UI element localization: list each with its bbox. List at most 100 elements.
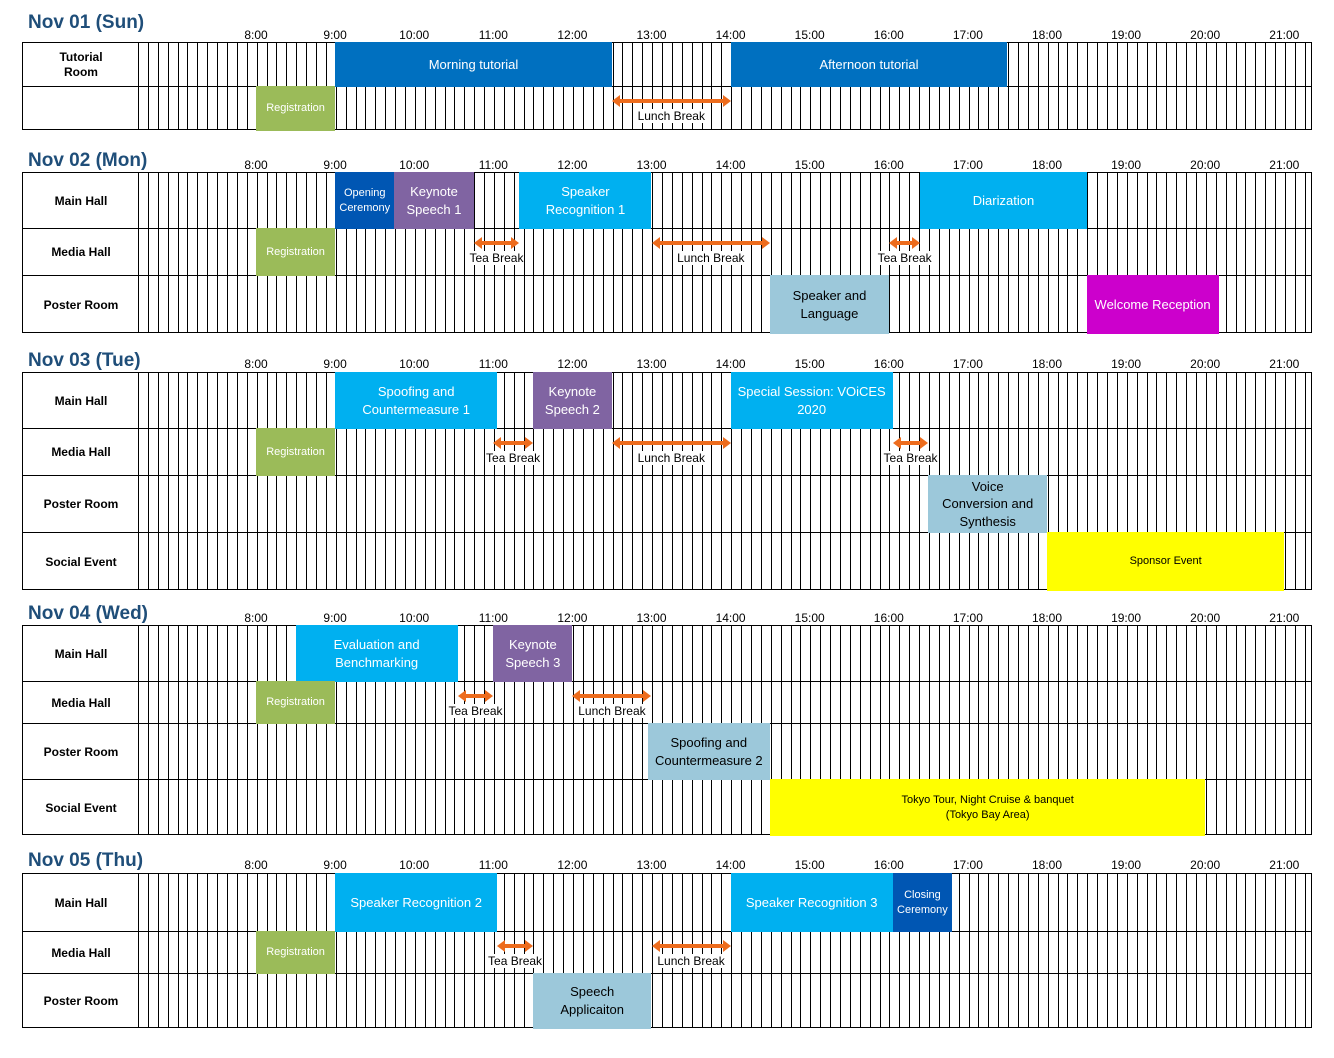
grid-line <box>781 373 782 589</box>
grid-line <box>296 373 297 589</box>
grid-line <box>425 373 426 589</box>
session-block[interactable]: Welcome Reception <box>1086 275 1219 334</box>
grid-line <box>247 173 248 332</box>
hour-label: 21:00 <box>1269 158 1300 172</box>
session-block[interactable]: Afternoon tutorial <box>730 42 1008 87</box>
grid-line <box>978 626 979 834</box>
hour-label: 20:00 <box>1190 858 1221 872</box>
grid-line <box>1255 373 1256 589</box>
break-label: Tea Break <box>468 251 525 265</box>
grid-line <box>682 373 683 589</box>
grid-line <box>316 373 317 589</box>
grid-line <box>464 173 465 332</box>
grid-line <box>810 626 811 834</box>
grid-line <box>949 626 950 834</box>
session-block[interactable]: Morning tutorial <box>335 42 612 87</box>
grid-line <box>445 373 446 589</box>
arrow-head-left-icon <box>611 95 620 107</box>
grid-line <box>1196 626 1197 834</box>
session-block[interactable]: Special Session: VOiCES 2020 <box>730 372 893 429</box>
grid-line <box>168 173 169 332</box>
grid-line <box>425 874 426 1027</box>
session-block[interactable]: Closing Ceremony <box>892 873 953 932</box>
session-block[interactable]: Speaker Recognition 1 <box>519 172 652 229</box>
arrow-head-left-icon <box>473 237 482 249</box>
session-block[interactable]: Registration <box>256 86 336 131</box>
grid-line <box>346 173 347 332</box>
grid-line <box>1305 173 1306 332</box>
arrow-head-left-icon <box>892 437 901 449</box>
grid-line <box>1018 626 1019 834</box>
grid-line <box>158 626 159 834</box>
room-label: Poster Room <box>43 744 119 759</box>
grid-line <box>464 874 465 1027</box>
grid-line <box>533 874 534 1027</box>
break-arrow <box>892 437 929 449</box>
grid-line <box>1028 874 1029 1027</box>
grid-line <box>1295 874 1296 1027</box>
session-block[interactable]: Spoofing and Countermeasure 2 <box>647 723 771 780</box>
grid-line <box>365 173 366 332</box>
session-block[interactable]: Registration <box>256 428 336 476</box>
grid-line <box>524 626 525 834</box>
grid-line <box>632 173 633 332</box>
session-block[interactable]: Evaluation and Benchmarking <box>295 625 458 682</box>
session-block[interactable]: Voice Conversion and Synthesis <box>928 475 1047 533</box>
session-block[interactable]: Keynote Speech 2 <box>532 372 612 429</box>
arrow-head-left-icon <box>651 237 660 249</box>
grid-line <box>543 874 544 1027</box>
grid-line <box>949 173 950 332</box>
grid-line <box>632 373 633 589</box>
grid-line <box>454 626 455 834</box>
grid-line <box>168 626 169 834</box>
grid-line <box>1176 373 1177 589</box>
session-block[interactable]: Registration <box>256 681 336 724</box>
session-block[interactable]: Keynote Speech 3 <box>493 625 573 682</box>
session-block[interactable]: Speaker Recognition 2 <box>335 873 498 932</box>
grid-line <box>603 373 604 589</box>
session-block[interactable]: Registration <box>256 931 336 974</box>
grid-line <box>1058 173 1059 332</box>
grid-line <box>454 874 455 1027</box>
hour-label: 21:00 <box>1269 858 1300 872</box>
grid-line <box>543 626 544 834</box>
hour-label: 17:00 <box>952 357 983 371</box>
grid-line <box>484 626 485 834</box>
grid-line <box>504 373 505 589</box>
grid-line <box>1107 173 1108 332</box>
grid-line <box>1186 173 1187 332</box>
session-block[interactable]: Speaker Recognition 3 <box>730 873 893 932</box>
hour-label: 14:00 <box>715 158 746 172</box>
grid-line <box>731 874 732 1027</box>
session-block[interactable]: Diarization <box>920 172 1087 229</box>
session-block[interactable]: Registration <box>256 228 336 276</box>
grid-line <box>969 626 970 834</box>
hour-label: 8:00 <box>244 158 268 172</box>
hour-label: 19:00 <box>1111 858 1142 872</box>
hour-label: 19:00 <box>1111 357 1142 371</box>
grid-line <box>889 874 890 1027</box>
hour-label: 9:00 <box>323 611 347 625</box>
session-block[interactable]: Opening Ceremony <box>335 172 395 229</box>
grid-line <box>721 373 722 589</box>
grid-line <box>929 626 930 834</box>
session-block[interactable]: Tokyo Tour, Night Cruise & banquet (Toky… <box>770 779 1206 836</box>
session-block[interactable]: Speaker and Language <box>770 275 889 334</box>
session-block[interactable]: Speech Applicaiton <box>532 973 652 1029</box>
grid-line <box>267 373 268 589</box>
session-block[interactable]: Keynote Speech 1 <box>394 172 474 229</box>
hour-label: 12:00 <box>557 357 588 371</box>
session-block[interactable]: Sponsor Event <box>1047 532 1285 591</box>
hour-label: 8:00 <box>244 28 268 42</box>
hour-label: 11:00 <box>478 158 508 172</box>
grid-line <box>356 173 357 332</box>
grid-line <box>1245 373 1246 589</box>
session-block[interactable]: Spoofing and Countermeasure 1 <box>335 372 498 429</box>
grid-line <box>573 173 574 332</box>
hour-label: 9:00 <box>323 858 347 872</box>
hour-label: 17:00 <box>952 158 983 172</box>
grid-line <box>1127 874 1128 1027</box>
grid-line <box>880 626 881 834</box>
grid-line <box>365 626 366 834</box>
